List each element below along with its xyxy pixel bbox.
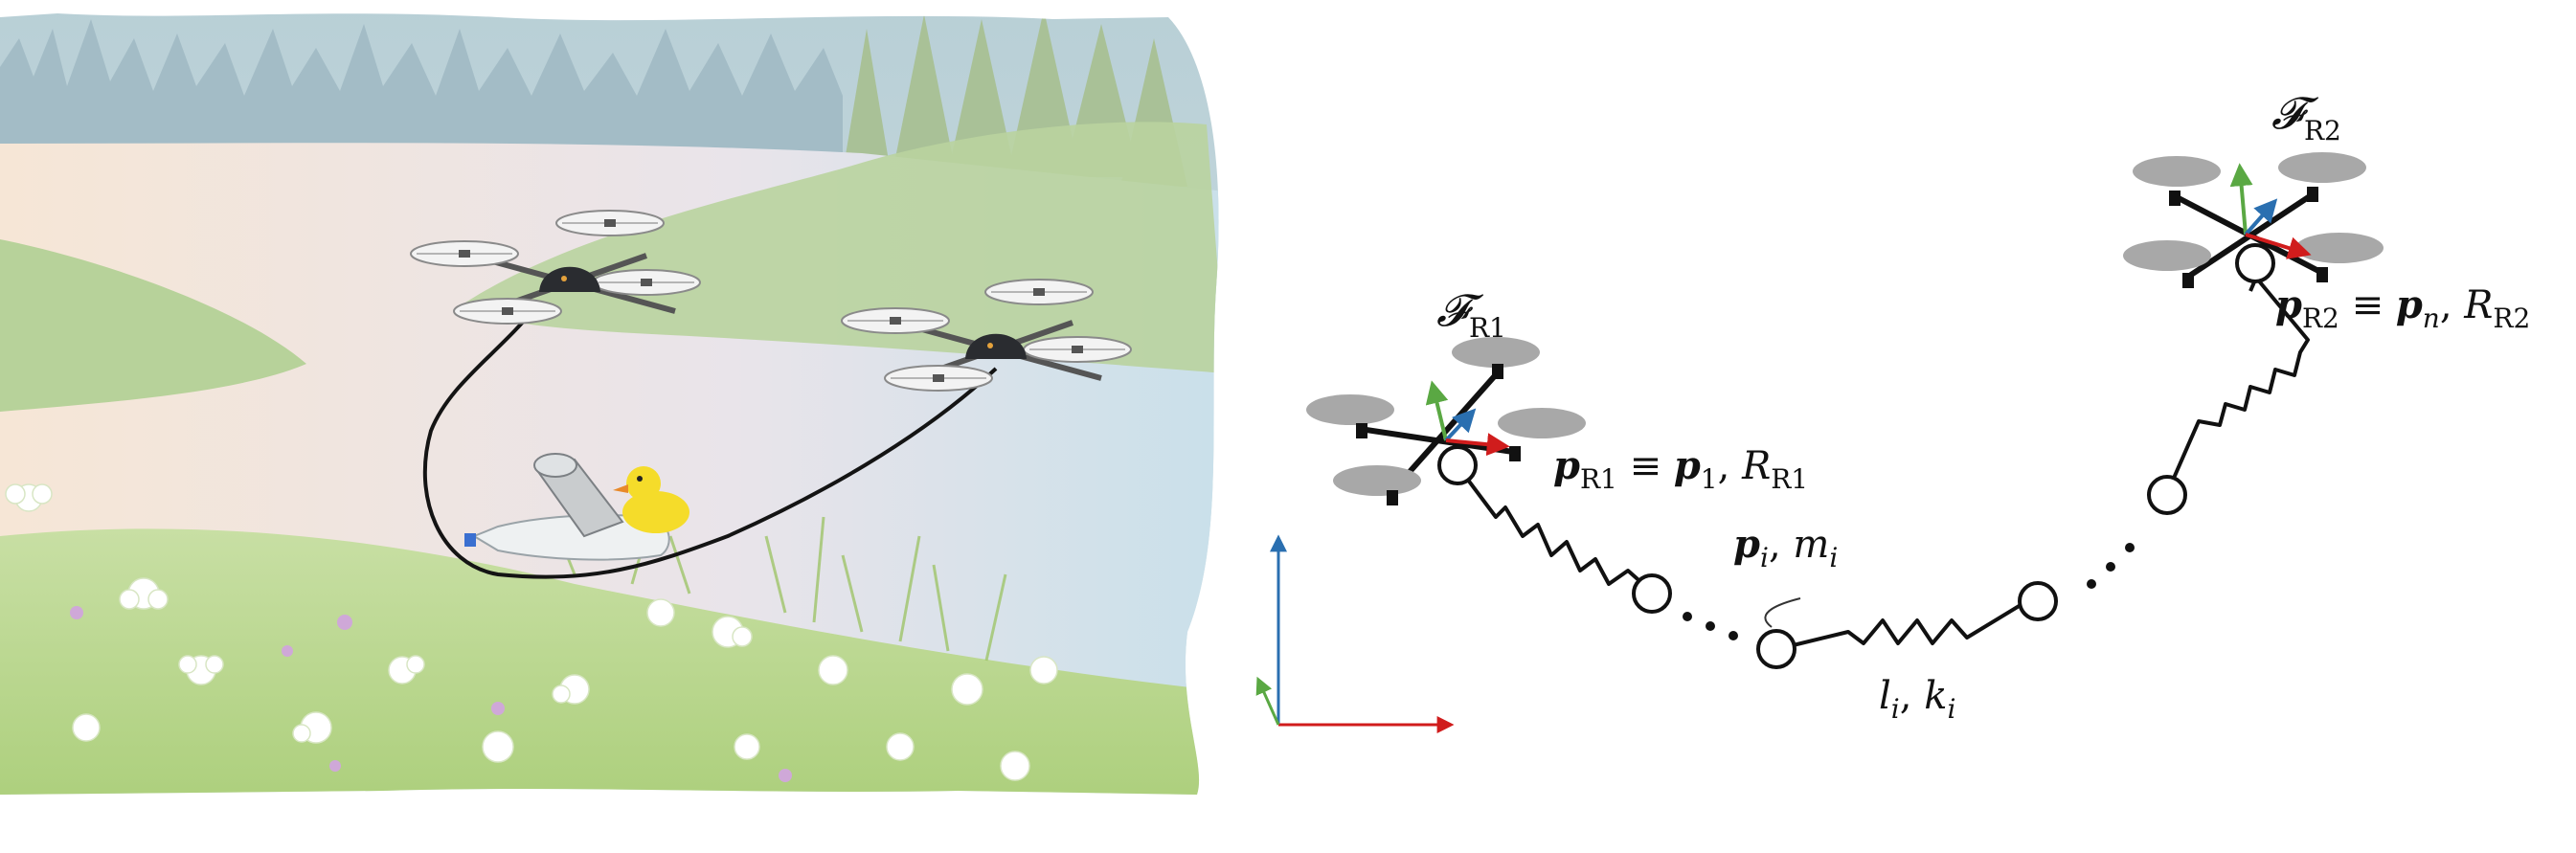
cable-schematic: 𝓕R1 𝓕R2 pR1 ≡ p1, RR1 pR2 ≡ pn, RR2 pi, … bbox=[1255, 87, 2530, 733]
quadrotor-icon bbox=[1306, 337, 1586, 505]
svg-text:pi, mi: pi, mi bbox=[1733, 522, 1838, 573]
svg-text:pR2 ≡ pn, RR2: pR2 ≡ pn, RR2 bbox=[2275, 282, 2530, 334]
node-2 bbox=[1632, 573, 1672, 614]
node-5 bbox=[2147, 475, 2187, 515]
label-frame-r2: 𝓕R2 bbox=[2271, 87, 2341, 146]
node-i bbox=[1756, 629, 1796, 669]
quadrotor-icon bbox=[410, 210, 701, 325]
quadrotor-icon bbox=[841, 279, 1132, 392]
label-position-r2: pR2 ≡ pn, RR2 bbox=[2275, 282, 2530, 334]
lake-scene-illustration bbox=[0, 13, 1219, 795]
rope bbox=[422, 304, 998, 579]
world-frame-axes bbox=[1255, 534, 1455, 733]
hill-left bbox=[0, 239, 306, 412]
bottle bbox=[464, 514, 670, 561]
rubber-duck-icon bbox=[613, 466, 689, 533]
label-node-i: pi, mi bbox=[1733, 522, 1838, 573]
cable-links bbox=[1457, 276, 2310, 651]
node-4 bbox=[2018, 581, 2058, 621]
svg-text:𝓕R1: 𝓕R1 bbox=[1436, 284, 1506, 344]
svg-text:𝓕R2: 𝓕R2 bbox=[2271, 87, 2341, 146]
can bbox=[533, 453, 624, 538]
cable-gap-dots bbox=[1683, 543, 2135, 640]
meadow-foreground bbox=[0, 528, 1207, 795]
cable-nodes bbox=[1632, 475, 2187, 669]
flower-icon bbox=[5, 483, 1058, 781]
label-position-r1: pR1 ≡ p1, RR1 bbox=[1553, 443, 1808, 495]
hill-right bbox=[460, 122, 1219, 373]
label-leader bbox=[1764, 597, 1801, 628]
svg-text:pR1 ≡ p1, RR1: pR1 ≡ p1, RR1 bbox=[1553, 443, 1808, 495]
forest-background bbox=[0, 19, 843, 153]
quadrotor-icon bbox=[2123, 152, 2384, 288]
label-spring-i: li, ki bbox=[1879, 674, 1955, 725]
svg-text:li, ki: li, ki bbox=[1879, 674, 1955, 725]
label-frame-r1: 𝓕R1 bbox=[1436, 284, 1506, 344]
